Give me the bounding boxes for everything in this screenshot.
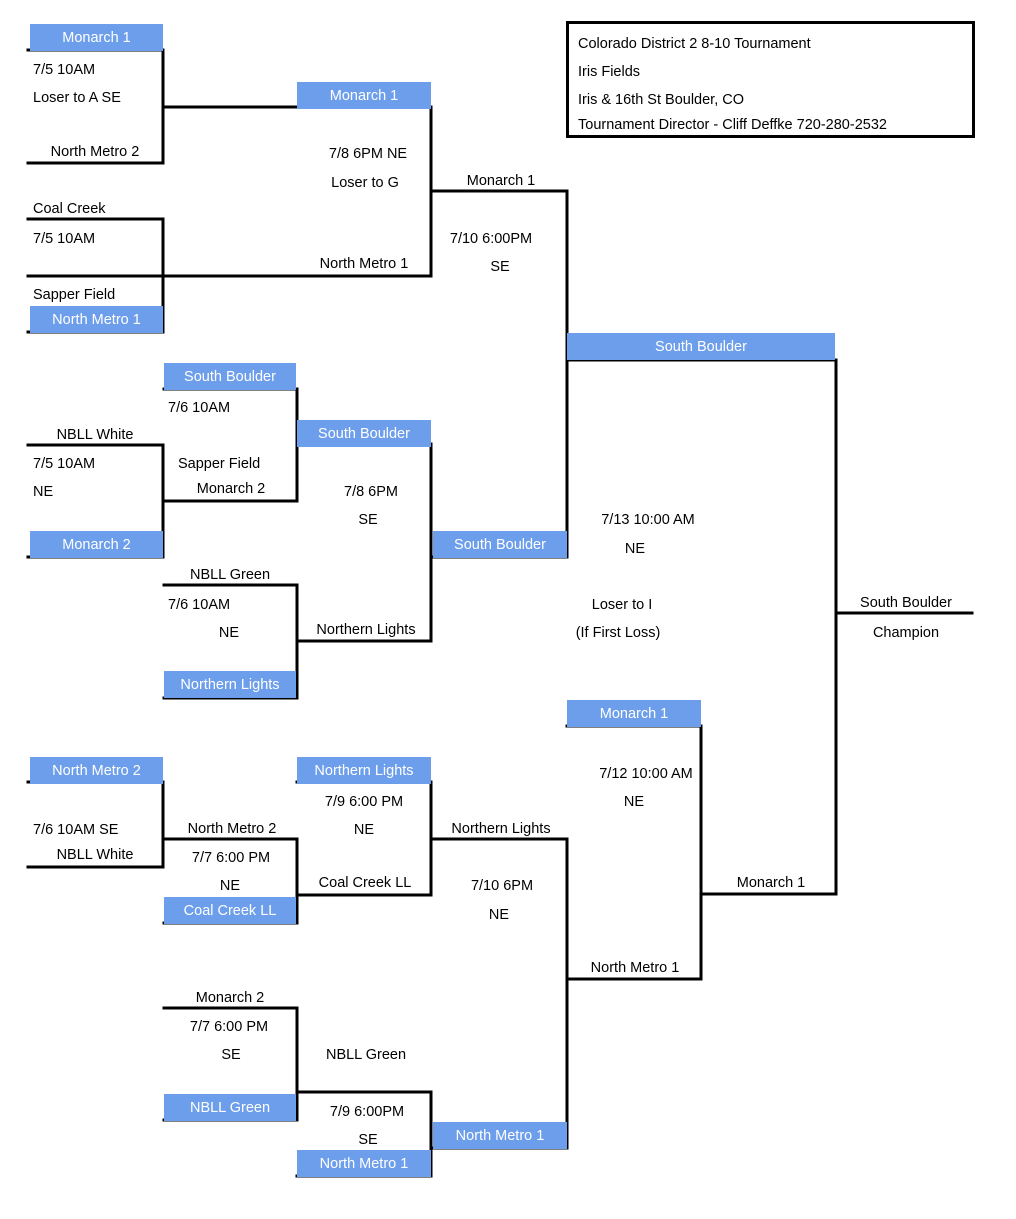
team-label: Northern Lights — [316, 622, 416, 638]
game-date: 7/9 6:00 PM — [324, 794, 404, 810]
game-location: SE — [358, 512, 378, 528]
slot-highlight: South Boulder — [433, 531, 567, 558]
game-date: 7/10 6PM — [470, 878, 534, 894]
team-label: Sapper Field — [33, 287, 116, 303]
team-label: NBLL White — [56, 847, 134, 863]
slot-highlight: North Metro 1 — [30, 306, 163, 333]
team-label: NBLL White — [56, 427, 134, 443]
game-location: NE — [623, 794, 645, 810]
slot-highlight: Monarch 1 — [567, 700, 701, 727]
team-label: NBLL Green — [325, 1047, 407, 1063]
game-date: 7/6 10AM — [168, 400, 231, 416]
champion-label: Champion — [872, 625, 940, 641]
game-date: 7/13 10:00 AM — [601, 512, 695, 528]
game-location: NE — [624, 541, 646, 557]
game-location: NE — [33, 484, 54, 500]
game-date: 7/8 6PM — [344, 484, 398, 500]
game-note: (If First Loss) — [575, 625, 661, 641]
champion-team: South Boulder — [860, 595, 952, 611]
team-label: Coal Creek LL — [318, 875, 412, 891]
team-label: Monarch 1 — [466, 173, 536, 189]
slot-highlight: North Metro 2 — [30, 757, 163, 784]
game-note: Loser to I — [591, 597, 653, 613]
slot-highlight: Monarch 1 — [297, 82, 431, 109]
slot-highlight: Monarch 2 — [30, 531, 163, 558]
game-date: 7/7 6:00 PM — [191, 850, 271, 866]
team-label: Monarch 2 — [195, 990, 265, 1006]
team-label: Coal Creek — [33, 201, 106, 217]
game-location: NE — [218, 625, 240, 641]
game-location: NE — [488, 907, 510, 923]
game-location: SE — [490, 259, 510, 275]
slot-highlight: Coal Creek LL — [164, 897, 296, 924]
team-label: North Metro 2 — [187, 821, 277, 837]
tournament-info-box: Colorado District 2 8-10 Tournament Iris… — [566, 21, 975, 138]
game-location: SE — [221, 1047, 241, 1063]
team-label: Monarch 2 — [196, 481, 266, 497]
game-location: NE — [219, 878, 241, 894]
game-date: 7/6 10AM — [168, 597, 231, 613]
team-label: North Metro 2 — [50, 144, 140, 160]
slot-highlight: South Boulder — [164, 363, 296, 390]
team-label: NBLL Green — [189, 567, 271, 583]
game-date: 7/5 10AM — [33, 231, 96, 247]
game-note: Loser to A SE — [33, 90, 121, 106]
slot-highlight: North Metro 1 — [297, 1150, 431, 1177]
game-date: 7/10 6:00PM — [449, 231, 533, 247]
slot-highlight: South Boulder — [297, 420, 431, 447]
game-date: 7/6 10AM SE — [33, 822, 119, 838]
game-location: NE — [353, 822, 375, 838]
venue-address: Iris & 16th St Boulder, CO — [578, 92, 745, 108]
tournament-title: Colorado District 2 8-10 Tournament — [578, 36, 811, 52]
game-date: 7/7 6:00 PM — [189, 1019, 269, 1035]
team-label: North Metro 1 — [319, 256, 409, 272]
venue-name: Iris Fields — [578, 64, 641, 80]
game-note: Loser to G — [331, 175, 399, 191]
team-label: North Metro 1 — [590, 960, 680, 976]
game-location: SE — [358, 1132, 378, 1148]
slot-highlight: Northern Lights — [297, 757, 431, 784]
team-label: Monarch 1 — [736, 875, 806, 891]
game-date: 7/9 6:00PM — [329, 1104, 405, 1120]
slot-highlight: Northern Lights — [164, 671, 296, 698]
game-date: 7/5 10AM — [33, 62, 96, 78]
tournament-director: Tournament Director - Cliff Deffke 720-2… — [578, 117, 887, 133]
team-label: Northern Lights — [451, 821, 551, 837]
game-date: 7/5 10AM — [33, 456, 96, 472]
game-date: 7/12 10:00 AM — [599, 766, 693, 782]
slot-highlight: Monarch 1 — [30, 24, 163, 51]
slot-highlight: North Metro 1 — [433, 1122, 567, 1149]
slot-highlight: South Boulder — [567, 333, 835, 360]
slot-highlight: NBLL Green — [164, 1094, 296, 1121]
game-field: Sapper Field — [178, 456, 261, 472]
game-date: 7/8 6PM NE — [328, 146, 408, 162]
